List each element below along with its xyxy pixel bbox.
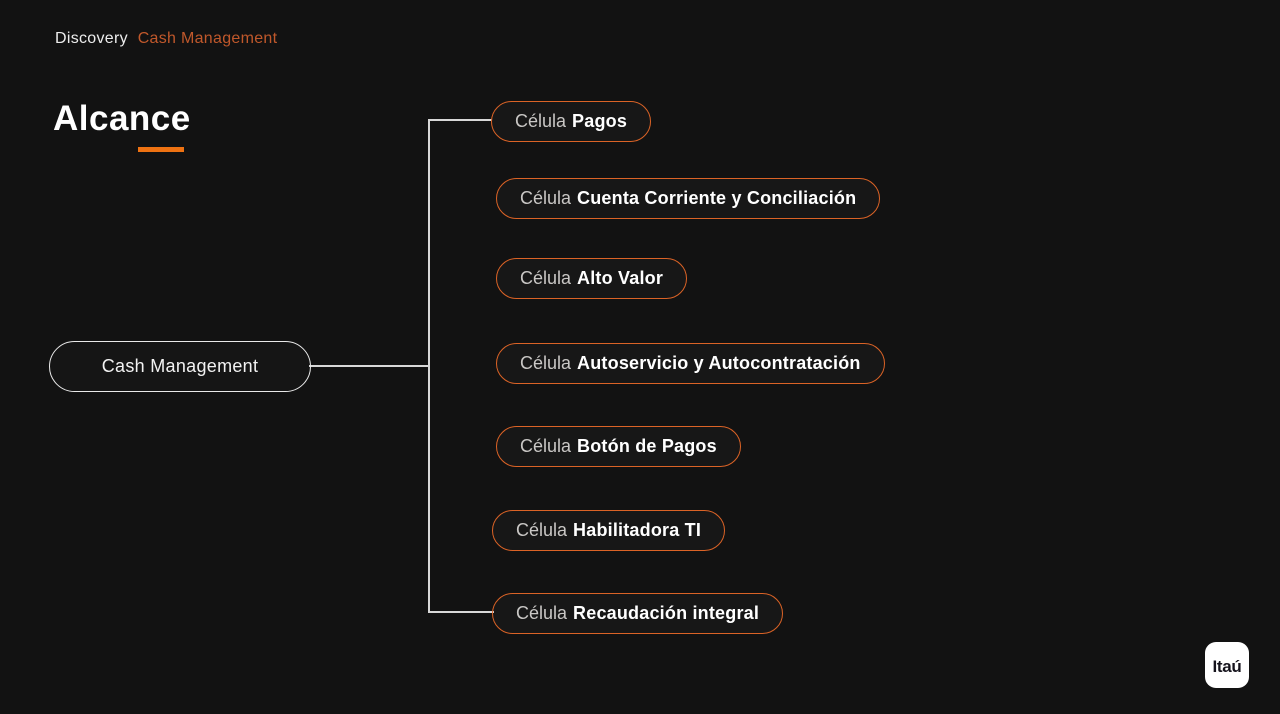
cell-name: Alto Valor (577, 268, 664, 288)
connector-stub-bottom (428, 611, 494, 613)
node-celula-autoservicio: Célula Autoservicio y Autocontratación (496, 343, 885, 384)
page-title: Alcance (53, 99, 191, 138)
cell-prefix: Célula (520, 268, 572, 288)
header-highlight: Cash Management (137, 30, 278, 47)
cell-name: Recaudación integral (573, 603, 760, 623)
node-cash-management: Cash Management (49, 341, 311, 392)
cell-name: Cuenta Corriente y Conciliación (577, 188, 857, 208)
node-celula-alto-valor: Célula Alto Valor (496, 258, 688, 299)
connector-stub-top (428, 119, 492, 121)
connector-root (309, 365, 429, 367)
cell-prefix: Célula (516, 520, 568, 540)
header-prefix: Discovery (55, 30, 128, 47)
node-celula-cuenta-corriente: Célula Cuenta Corriente y Conciliación (496, 178, 881, 219)
cell-prefix: Célula (515, 111, 567, 131)
node-celula-pagos: Célula Pagos (491, 101, 652, 142)
cell-prefix: Célula (516, 603, 568, 623)
cell-name: Botón de Pagos (577, 436, 717, 456)
node-celula-habilitadora-ti: Célula Habilitadora TI (492, 510, 726, 551)
title-underline (138, 147, 184, 152)
cell-name: Pagos (572, 111, 628, 131)
cell-prefix: Célula (520, 353, 572, 373)
connector-trunk (428, 119, 430, 613)
cell-prefix: Célula (520, 436, 572, 456)
itau-logo: Itaú (1205, 642, 1249, 688)
cell-name: Autoservicio y Autocontratación (577, 353, 861, 373)
cell-prefix: Célula (520, 188, 572, 208)
cell-name: Habilitadora TI (573, 520, 702, 540)
itau-logo-text: Itaú (1212, 657, 1242, 676)
node-celula-recaudacion-integral: Célula Recaudación integral (492, 593, 784, 634)
root-node-label: Cash Management (101, 356, 259, 376)
slide-header: Discovery Cash Management (55, 30, 277, 48)
node-celula-boton-de-pagos: Célula Botón de Pagos (496, 426, 741, 467)
